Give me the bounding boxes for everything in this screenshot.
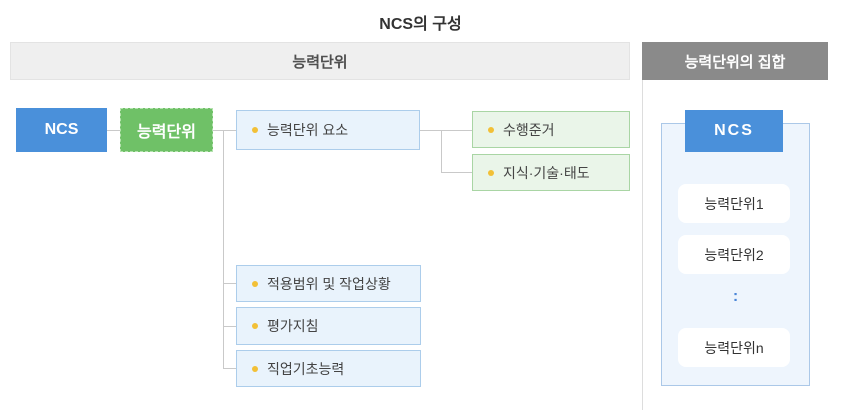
connector-line — [223, 326, 236, 327]
section-header-right-label: 능력단위의 집합 — [684, 53, 786, 71]
section-header-left-label: 능력단위 — [292, 53, 348, 71]
connector-line — [420, 130, 472, 131]
competency-unit-label: 능력단위 — [137, 124, 196, 141]
evaluation-guideline-box: 평가지침 — [236, 307, 421, 345]
unit-item-2-label: 능력단위2 — [704, 246, 764, 263]
application-scope-label: 적용범위 및 작업상황 — [267, 275, 391, 292]
connector-line — [441, 172, 472, 173]
basic-job-skills-box: 직업기초능력 — [236, 350, 421, 387]
connector-line — [107, 130, 120, 131]
unit-set-ncs-label: NCS — [714, 122, 754, 139]
evaluation-guideline-label: 평가지침 — [267, 318, 319, 334]
page-title: NCS의 구성 — [379, 16, 462, 33]
bullet-icon — [488, 126, 494, 133]
bullet-icon — [252, 365, 258, 372]
ncs-root-box: NCS — [16, 108, 107, 152]
unit-item-2: 능력단위2 — [678, 235, 790, 274]
basic-job-skills-label: 직업기초능력 — [267, 360, 345, 377]
bullet-icon — [252, 280, 258, 287]
bullet-icon — [252, 127, 258, 133]
section-header-competency-unit: 능력단위 — [10, 42, 630, 80]
unit-element-box: 능력단위 요소 — [236, 110, 420, 150]
application-scope-box: 적용범위 및 작업상황 — [236, 265, 421, 302]
connector-line — [223, 283, 236, 284]
knowledge-skill-attitude-label: 지식·기술·태도 — [503, 164, 590, 181]
performance-criteria-label: 수행준거 — [503, 121, 555, 138]
unit-item-1-label: 능력단위1 — [704, 195, 764, 212]
ellipsis-indicator: : — [732, 288, 739, 305]
bullet-icon — [252, 323, 258, 329]
knowledge-skill-attitude-box: 지식·기술·태도 — [472, 154, 630, 191]
connector-line — [223, 130, 224, 369]
unit-item-n-label: 능력단위n — [704, 339, 764, 356]
section-header-unit-set: 능력단위의 집합 — [642, 42, 828, 80]
connector-line — [213, 130, 236, 131]
unit-item-1: 능력단위1 — [678, 184, 790, 223]
connector-line — [441, 130, 442, 173]
section-divider — [642, 80, 643, 410]
bullet-icon — [488, 169, 494, 176]
unit-item-n: 능력단위n — [678, 328, 790, 367]
connector-line — [223, 368, 236, 369]
unit-set-ncs-box: NCS — [685, 110, 783, 152]
ncs-root-label: NCS — [44, 121, 79, 138]
competency-unit-box: 능력단위 — [120, 108, 213, 152]
performance-criteria-box: 수행준거 — [472, 111, 630, 148]
unit-element-label: 능력단위 요소 — [267, 122, 349, 138]
